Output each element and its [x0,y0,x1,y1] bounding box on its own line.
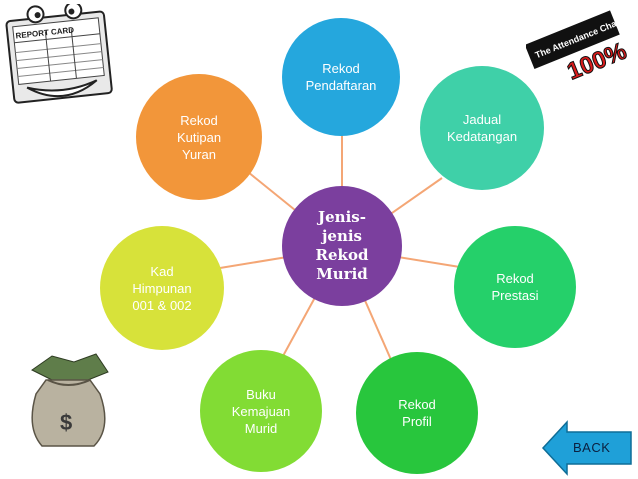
node-kad-himpunan: Kad Himpunan 001 & 002 [100,226,224,350]
node-rekod-prestasi: Rekod Prestasi [454,226,576,348]
back-button-shape[interactable] [541,420,633,476]
money-bag-icon: $ [31,353,109,447]
node-rekod-pendaftaran: Rekod Pendaftaran [282,18,400,136]
node-rekod-kutipan-yuran: Rekod Kutipan Yuran [136,74,262,200]
money-bag-dollar: $ [60,410,72,435]
center-node-jenis-jenis-rekod-murid: Jenis- jenis Rekod Murid [282,186,402,306]
back-button[interactable]: BACK [573,440,611,455]
node-rekod-profil: Rekod Profil [356,352,478,474]
report-card-illustration: REPORT CARD [5,4,113,104]
attendance-badge-illustration: The Attendance Challenge 100% [526,9,636,86]
node-jadual-kedatangan: Jadual Kedatangan [420,66,544,190]
node-buku-kemajuan-murid: Buku Kemajuan Murid [200,350,322,472]
